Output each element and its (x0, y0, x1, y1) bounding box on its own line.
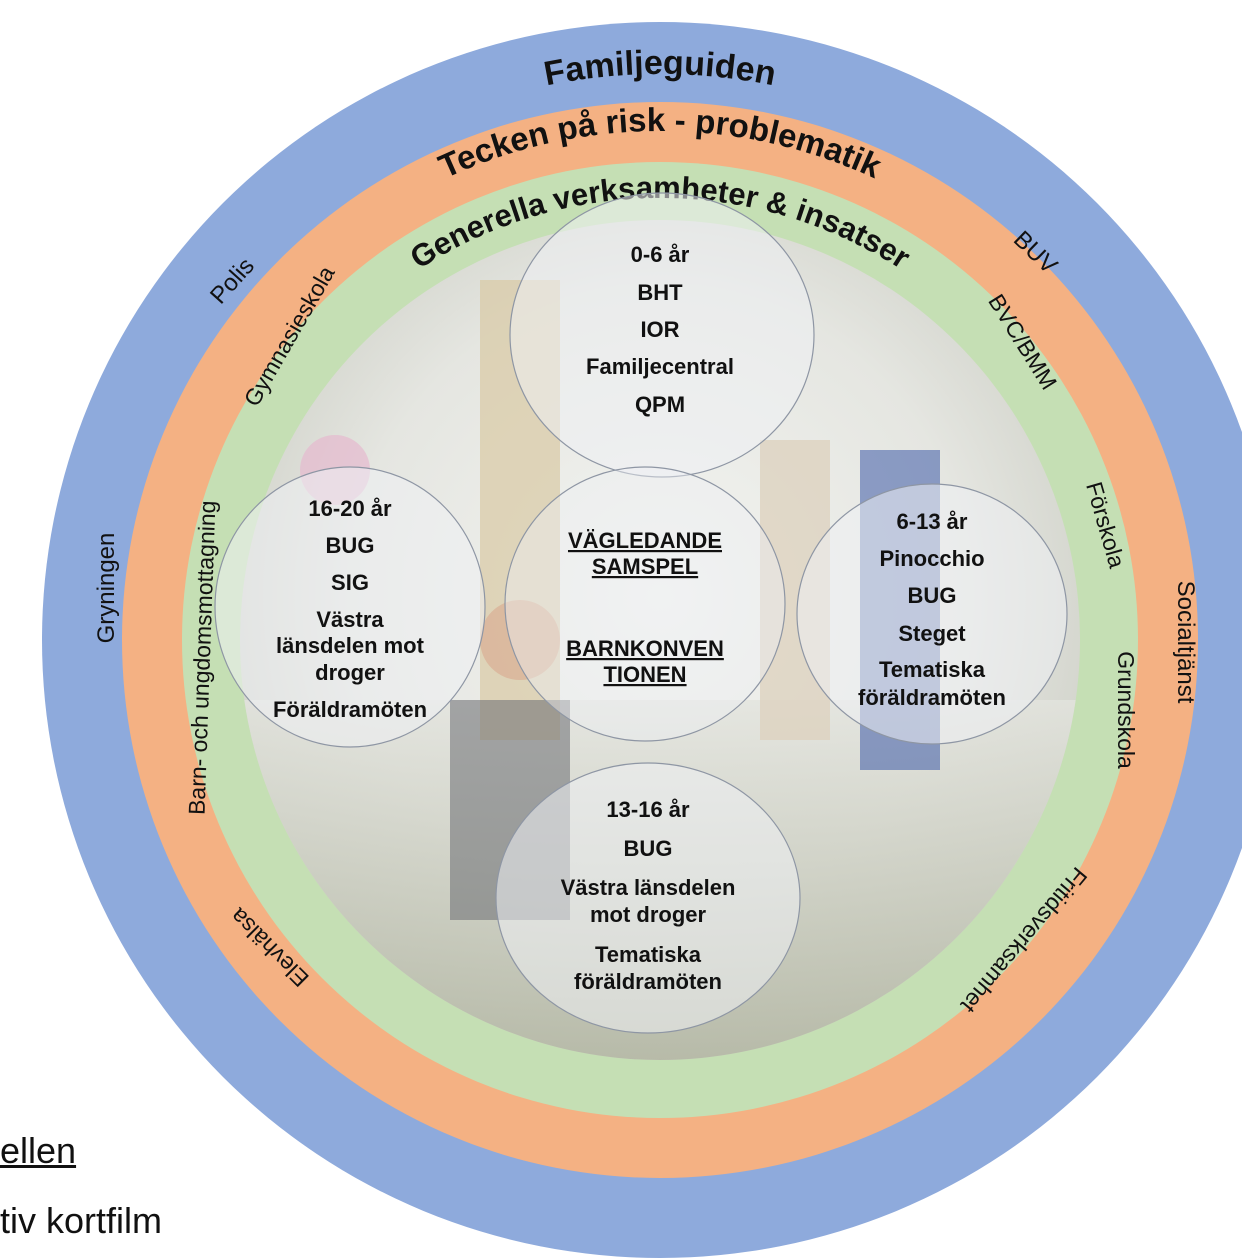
bubble-13-16-line-3: Västra länsdelen (561, 875, 736, 900)
label-gryningen: Gryningen (93, 533, 120, 644)
bubble-center: VÄGLEDANDE SAMSPEL BARNKONVEN TIONEN (504, 466, 786, 742)
bubble-0-6: 0-6 år BHT IOR Familjecentral QPM (509, 192, 815, 478)
corner-link-text[interactable]: ellen (0, 1130, 77, 1171)
bubble-16-20-line-4: Västra (316, 607, 384, 632)
bubble-16-20-line-6: droger (315, 660, 385, 685)
bubble-13-16-line-4: mot droger (590, 902, 707, 927)
bubble-16-20-line-1: 16-20 år (308, 496, 392, 521)
bubble-6-13-line-5: Tematiska (879, 657, 986, 682)
bubble-0-6-line-5: QPM (635, 392, 685, 417)
label-socialtjanst: Socialtjänst (1172, 581, 1199, 704)
bubble-0-6-line-1: 0-6 år (631, 242, 690, 267)
bubble-6-13-line-1: 6-13 år (897, 509, 968, 534)
bubble-6-13: 6-13 år Pinocchio BUG Steget Tematiska f… (796, 483, 1068, 745)
bubble-6-13-line-4: Steget (898, 621, 966, 646)
label-grundskola: Grundskola (1113, 651, 1139, 769)
bubble-6-13-line-3: BUG (908, 583, 957, 608)
center-line-2: SAMSPEL (592, 554, 698, 579)
bubble-0-6-line-2: BHT (637, 280, 683, 305)
bubble-0-6-line-4: Familjecentral (586, 354, 734, 379)
bubble-13-16-line-6: föräldramöten (574, 969, 722, 994)
bubble-6-13-line-2: Pinocchio (879, 546, 984, 571)
bubble-13-16-line-5: Tematiska (595, 942, 702, 967)
corner-sub-text: tiv kortfilm (0, 1200, 162, 1241)
bubble-13-16-line-1: 13-16 år (606, 797, 690, 822)
bubble-6-13-line-6: föräldramöten (858, 685, 1006, 710)
center-line-1: VÄGLEDANDE (568, 528, 722, 553)
bubble-16-20-line-5: länsdelen mot (276, 633, 425, 658)
bubble-16-20-line-7: Föräldramöten (273, 697, 427, 722)
center-line-4: TIONEN (603, 662, 686, 687)
bubble-0-6-line-3: IOR (640, 317, 679, 342)
center-line-3: BARNKONVEN (566, 636, 724, 661)
bubble-16-20-line-2: BUG (326, 533, 375, 558)
bubble-13-16-line-2: BUG (624, 836, 673, 861)
bubble-16-20: 16-20 år BUG SIG Västra länsdelen mot dr… (214, 466, 486, 748)
bubble-13-16: 13-16 år BUG Västra länsdelen mot droger… (495, 762, 801, 1034)
bubble-16-20-line-3: SIG (331, 570, 369, 595)
